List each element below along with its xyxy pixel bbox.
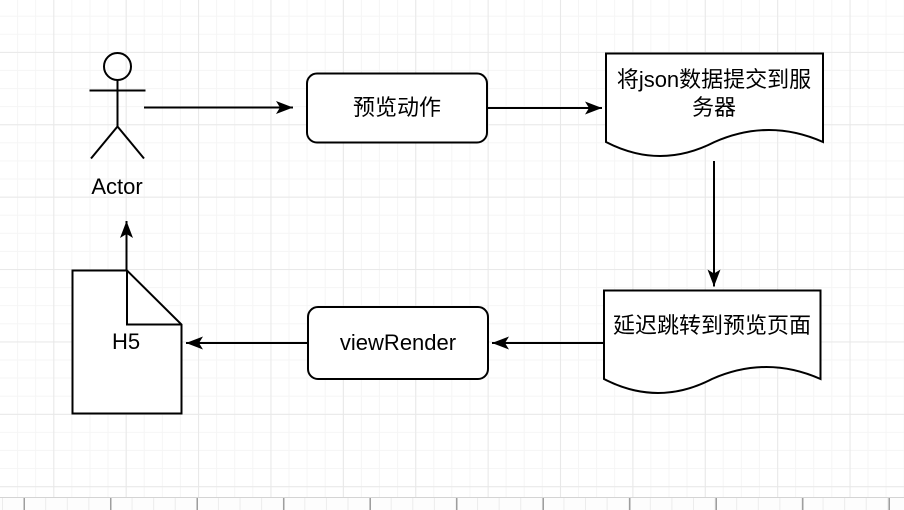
actor-left-leg [90,125,119,160]
node-submit-json[interactable] [605,52,824,157]
actor-right-leg [116,125,145,160]
node-view-render[interactable] [307,306,489,380]
node-h5[interactable] [71,269,183,415]
note-fold-corner [126,270,182,326]
node-preview-action[interactable] [306,72,488,144]
node-actor[interactable] [89,52,146,160]
node-delay-redirect[interactable] [603,289,822,394]
note-outline [71,269,183,415]
secondary-canvas-strip [0,497,904,510]
actor-head [103,52,132,81]
flowchart-svg [71,52,824,415]
